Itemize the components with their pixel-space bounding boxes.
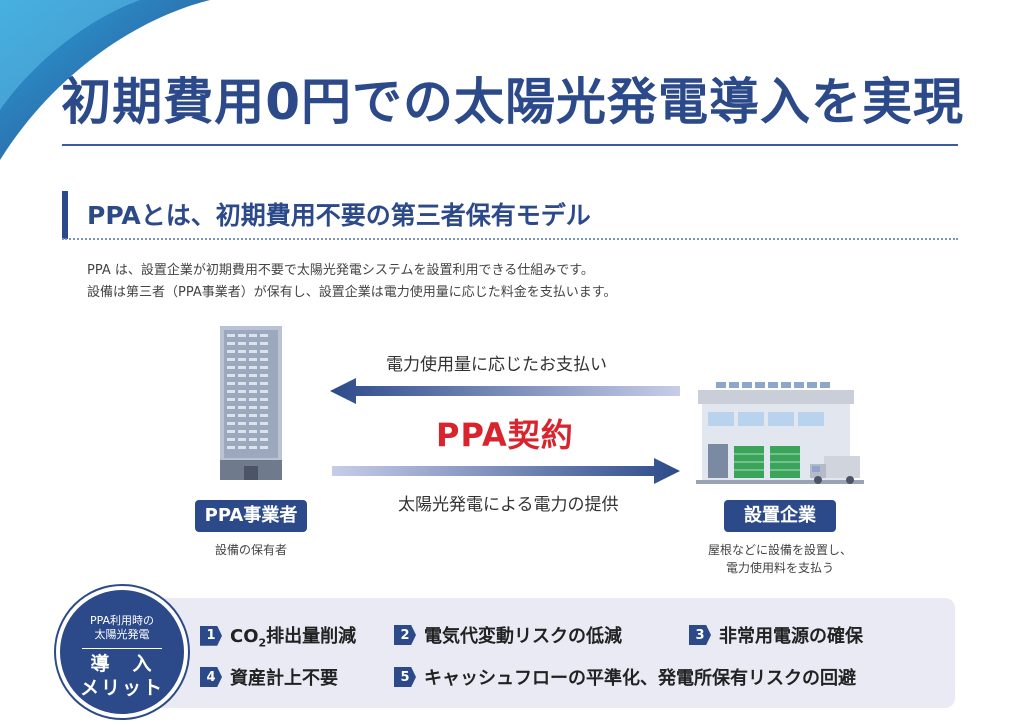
installing-company-caption-line2: 電力使用料を支払う: [725, 561, 834, 575]
factory-building-icon: [696, 382, 864, 484]
merits-badge-line3: 導 入: [90, 653, 154, 675]
merits-panel: [140, 598, 955, 708]
merit-text: 非常用電源の確保: [719, 626, 863, 647]
merits-badge-line2: 太陽光発電: [94, 628, 150, 641]
power-supply-arrow: [332, 458, 680, 484]
merit-text: 資産計上不要: [230, 668, 338, 689]
merits-badge-divider: [82, 648, 162, 649]
section-title: PPAとは、初期費用不要の第三者保有モデル: [87, 201, 591, 230]
contract-label: PPA契約: [436, 416, 574, 454]
merit-item-1: 1 CO2排出量削減: [200, 622, 356, 650]
section-accent-bar: [62, 191, 68, 239]
ppa-operator-badge: PPA事業者: [195, 500, 307, 532]
merit-text: キャッシュフローの平準化、発電所保有リスクの回避: [424, 668, 856, 689]
payment-arrow-label: 電力使用量に応じたお支払い: [386, 355, 607, 375]
payment-arrow: [330, 378, 680, 404]
merits-badge-line4: メリット: [79, 677, 164, 699]
merit-item-4: 4 資産計上不要: [200, 664, 338, 690]
ppa-operator-caption: 設備の保有者: [214, 543, 287, 557]
merit-number-badge: 1: [200, 625, 222, 646]
page-title: 初期費用0円での太陽光発電導入を実現: [61, 73, 964, 131]
section-description-line1: PPA は、設置企業が初期費用不要で太陽光発電システムを設置利用できる仕組みです…: [87, 263, 594, 278]
office-building-icon: [220, 326, 282, 480]
section-description-line2: 設備は第三者（PPA事業者）が保有し、設置企業は電力使用量に応じた料金を支払いま…: [87, 285, 617, 300]
installing-company-badge: 設置企業: [724, 500, 836, 532]
title-divider: [62, 144, 958, 146]
power-supply-arrow-label: 太陽光発電による電力の提供: [398, 495, 619, 515]
merit-number-badge: 4: [200, 667, 222, 687]
merit-item-5: 5 キャッシュフローの平準化、発電所保有リスクの回避: [394, 664, 856, 690]
merit-number-badge: 5: [394, 667, 416, 687]
merit-number-badge: 2: [394, 625, 416, 645]
installing-company-caption-line1: 屋根などに設備を設置し、: [707, 543, 852, 557]
merit-number-badge: 3: [689, 625, 711, 645]
merits-badge: PPA利用時の 太陽光発電 導 入 メリット: [56, 586, 188, 718]
merit-item-2: 2 電気代変動リスクの低減: [394, 622, 622, 648]
merit-text: 電気代変動リスクの低減: [424, 626, 622, 647]
merit-item-3: 3 非常用電源の確保: [689, 622, 863, 648]
merits-badge-line1: PPA利用時の: [89, 614, 155, 627]
section-divider: [62, 238, 958, 240]
corner-decoration: [0, 0, 210, 160]
merit-text: CO2排出量削減: [230, 626, 357, 650]
